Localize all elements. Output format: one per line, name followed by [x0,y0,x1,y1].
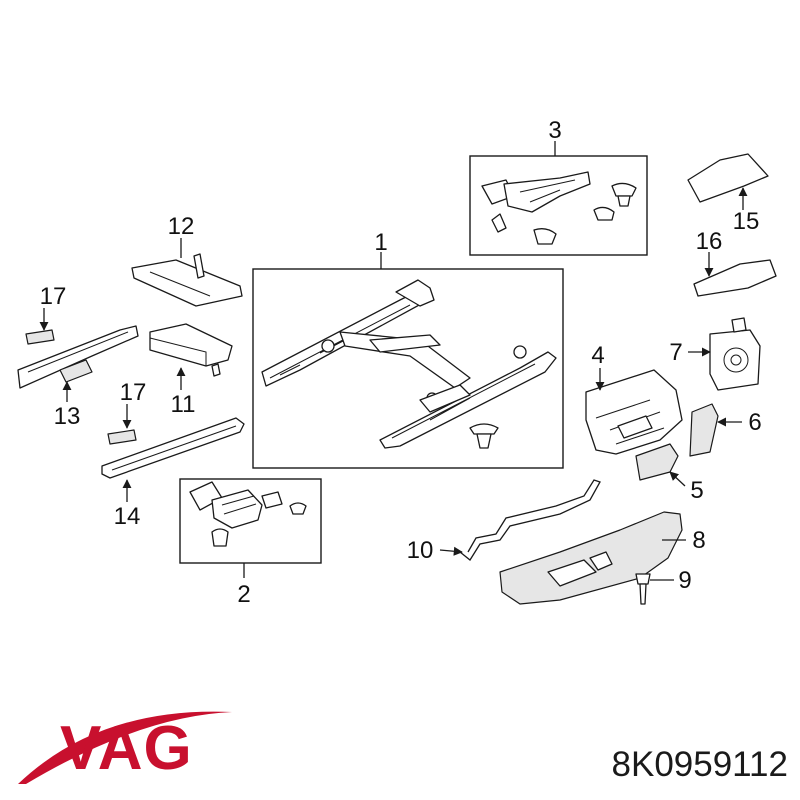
part-7-switch [709,317,761,391]
callout-1: 1 [374,229,387,256]
part-3-motor [481,171,637,245]
callout-17-upper: 17 [40,283,67,310]
callout-11: 11 [171,391,196,418]
part-17-pad-lower [107,429,137,445]
callout-13: 13 [54,403,81,430]
part-5-knob [635,443,679,481]
part-9-screw [635,573,651,605]
part-1-seat-frame [261,279,557,449]
part-16-trim [693,259,777,297]
callout-17-lower: 17 [120,379,147,406]
group-frame-3 [469,155,648,256]
logo-swoosh [18,711,232,784]
callout-6: 6 [748,409,761,436]
part-2-motor [189,481,307,547]
part-14-rail-cover [101,417,245,479]
callout-2: 2 [237,581,250,608]
callout-5: 5 [690,477,703,504]
part-4-switch-housing [585,369,683,455]
callout-4: 4 [591,342,604,369]
part-13-rail-trim [17,325,139,389]
callout-16: 16 [696,228,723,255]
part-12-bracket [131,253,243,307]
leader-lines [39,141,748,581]
part-number: 8K0959112 [612,745,788,784]
callout-15: 15 [733,208,760,235]
part-15-trim [687,153,769,203]
callout-12: 12 [168,213,195,240]
part-10-wire-bracket [459,479,601,561]
part-17-pad-upper [25,329,55,345]
callout-14: 14 [114,503,141,530]
vag-logo: VAG [18,711,232,784]
callout-3: 3 [548,117,561,144]
group-frame-1 [252,268,564,469]
part-11-control-module [149,323,233,377]
callout-7: 7 [669,339,682,366]
part-6-knob [689,403,719,457]
callout-8: 8 [692,527,705,554]
group-frame-2 [179,478,322,564]
part-8-side-trim [499,511,683,605]
callout-9: 9 [678,567,691,594]
callout-10: 10 [407,537,434,564]
part-1-clip [469,423,499,449]
brand-name: VAG [60,714,193,783]
